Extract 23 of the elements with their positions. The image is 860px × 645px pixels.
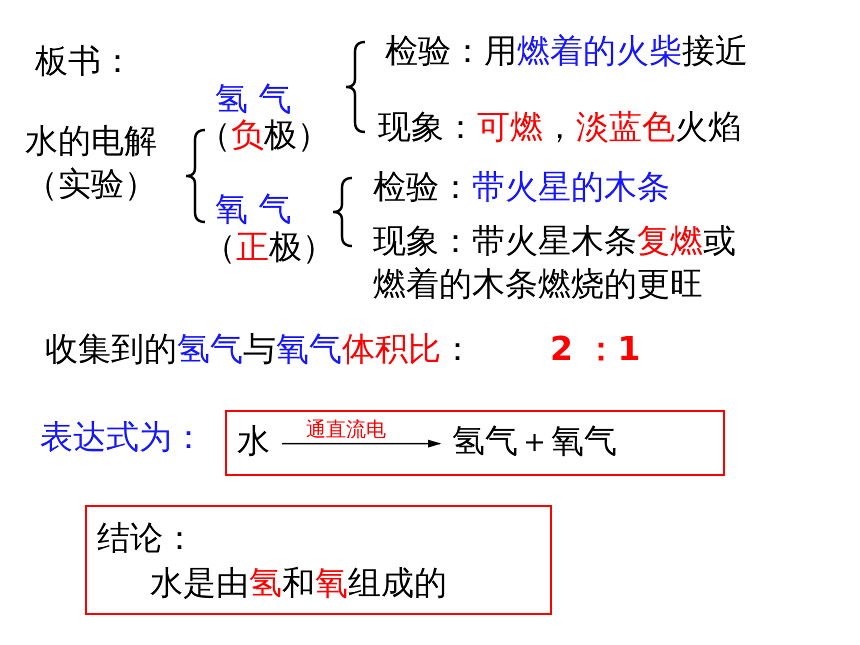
equation-box: [225, 410, 725, 476]
arrow: [282, 440, 442, 448]
label-text: 2 ：1: [550, 328, 640, 370]
heading-text: 结论：: [97, 517, 196, 559]
label-text: 接近: [682, 30, 748, 72]
term-text: 氢气＋氧气: [452, 420, 617, 463]
label-text: 体积比：: [342, 328, 474, 370]
label-text: 现象：带火星木条复燃或燃着的木条燃烧的更旺: [373, 220, 737, 305]
term-text: 水: [237, 420, 270, 463]
label-text: 氧气: [276, 328, 342, 370]
label-text: 板书：: [35, 40, 134, 82]
label-text: 燃着的火柴: [517, 30, 682, 72]
edge-label: 通直流电: [306, 418, 386, 440]
label-text: 检验：带火星的木条: [373, 166, 670, 208]
conclusion-box: [85, 505, 552, 615]
label-text: 现象：可燃，淡蓝色火焰: [378, 106, 741, 148]
label-text: 氢气: [177, 328, 243, 370]
label-text: 与: [243, 328, 276, 370]
body-text: 水是由氢和氧组成的: [150, 562, 447, 604]
label-text: 水的电解（实验）: [25, 120, 158, 205]
label-text: 收集到的: [45, 328, 177, 370]
label-text: 表达式为：: [40, 416, 205, 458]
label-text: 检验：用: [385, 30, 517, 72]
